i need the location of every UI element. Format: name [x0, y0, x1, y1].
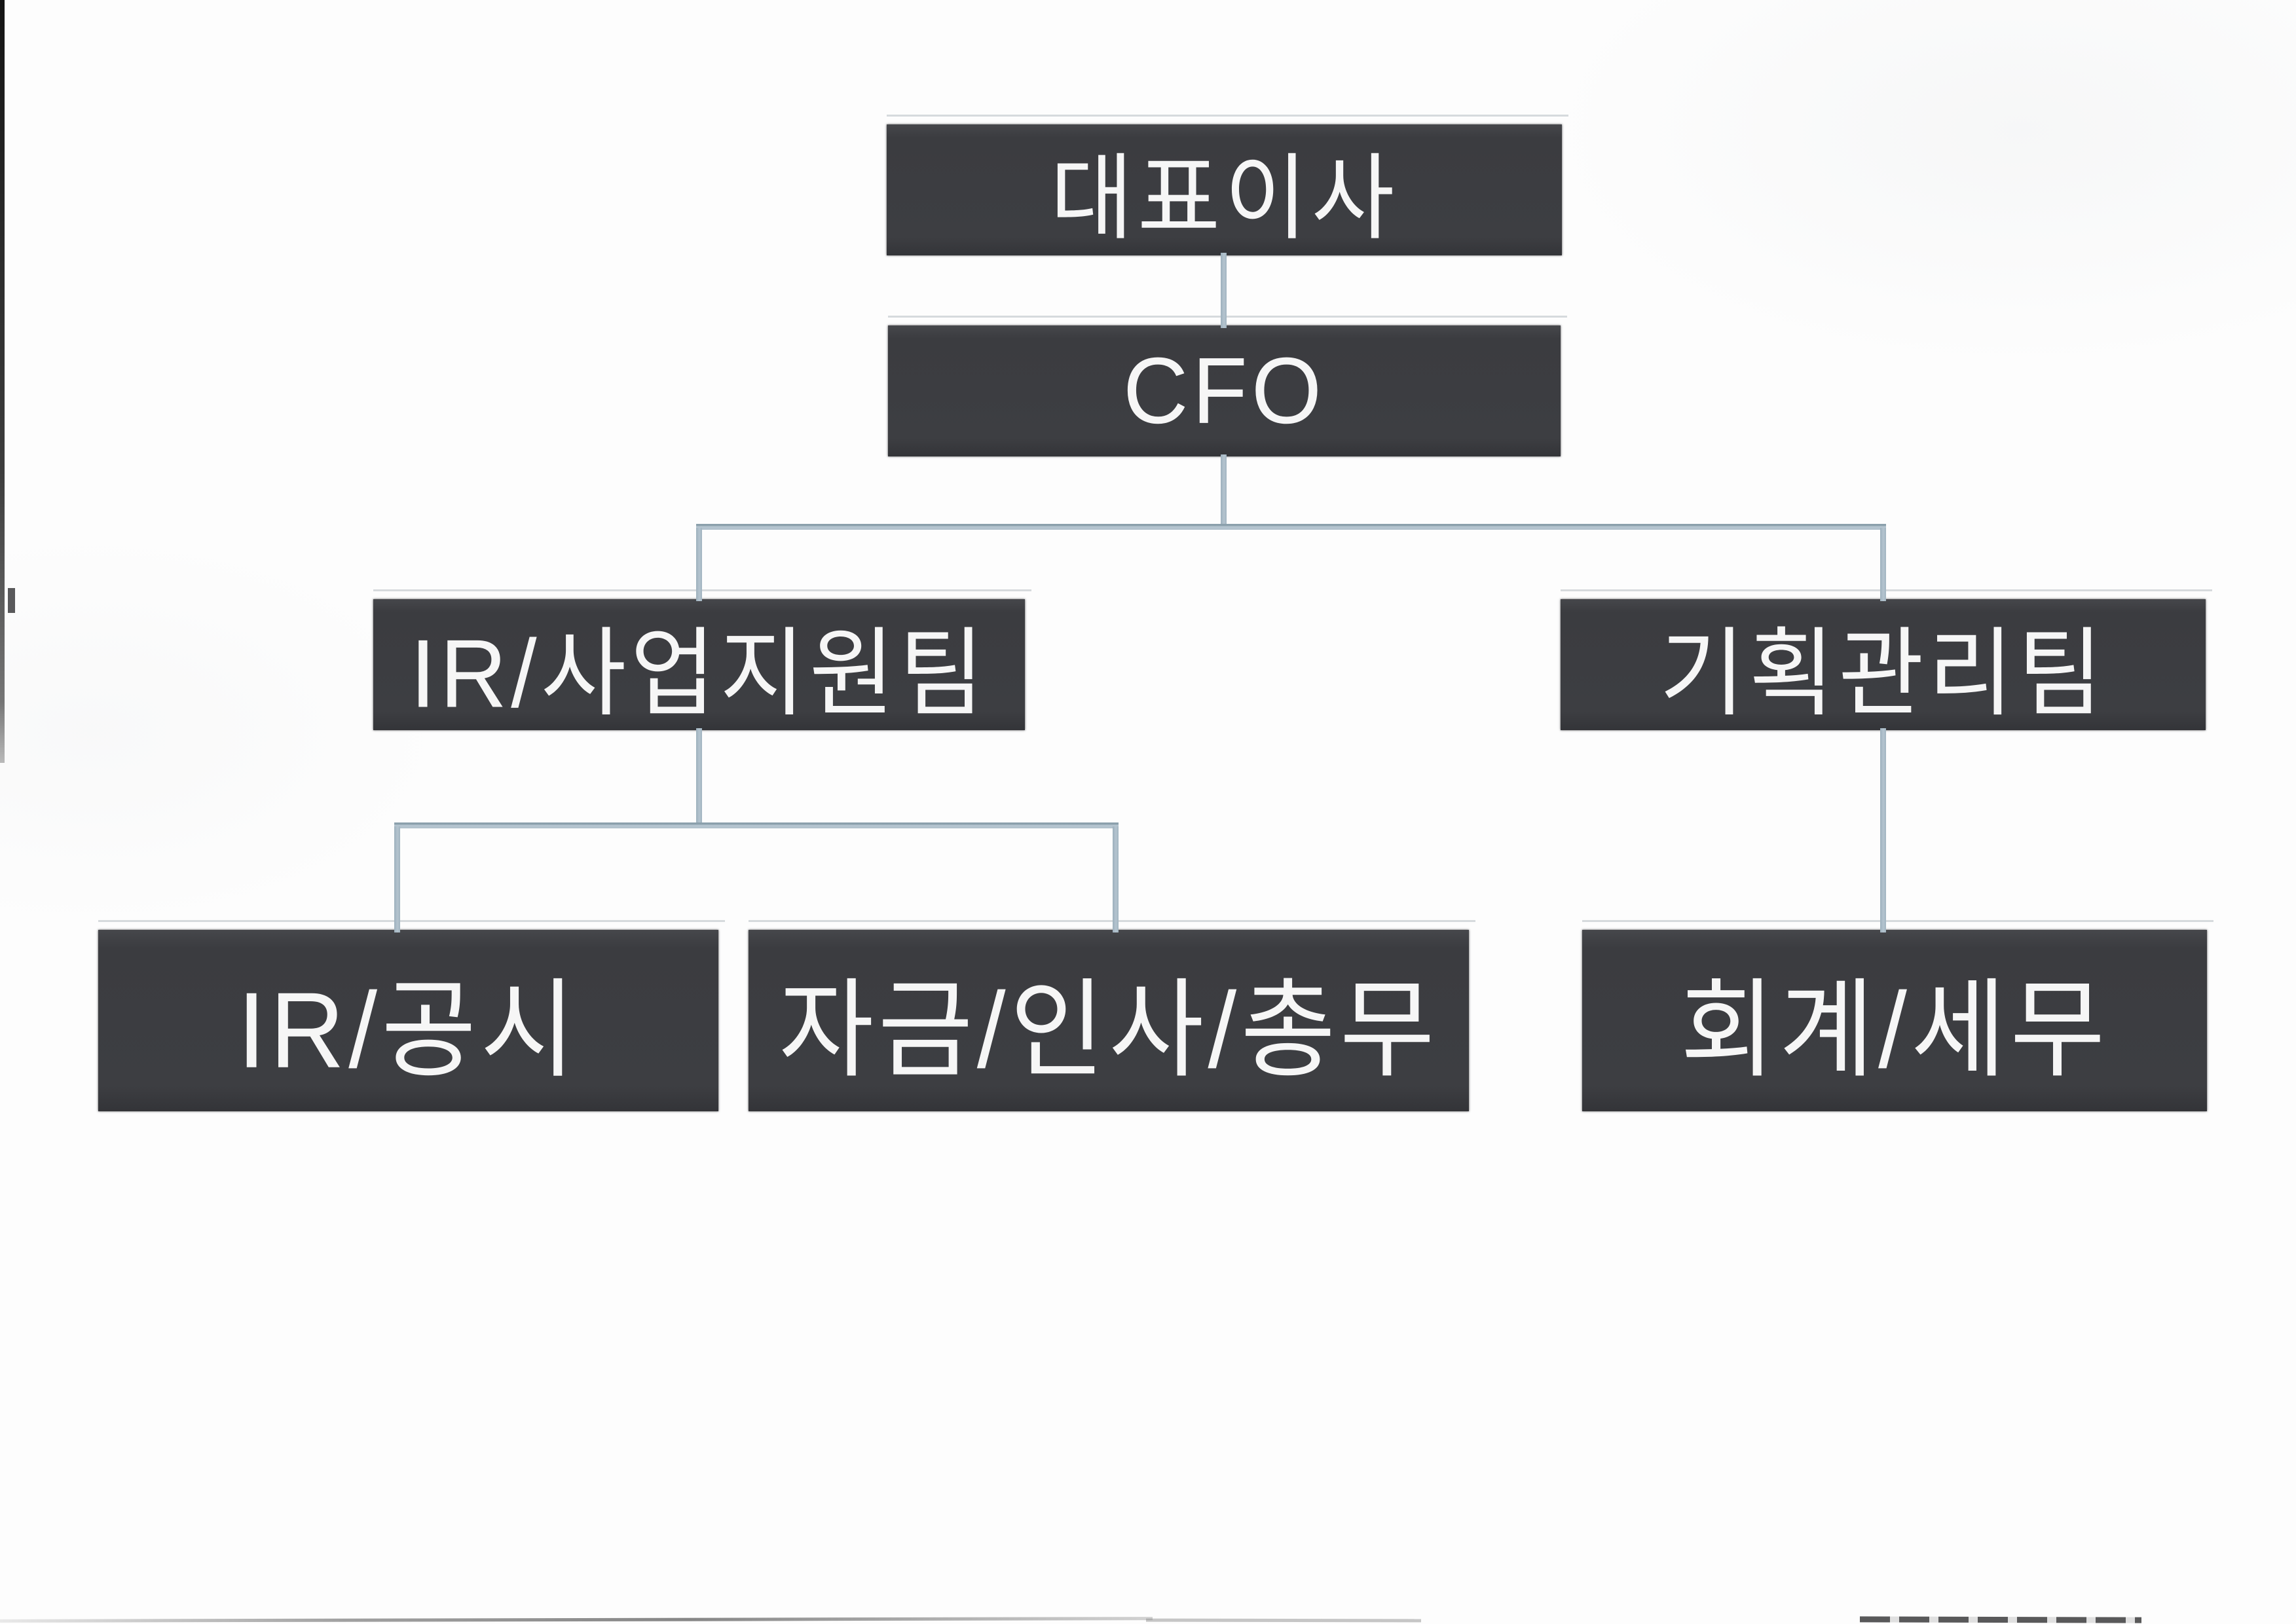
org-node-ceo-label: 대표이사	[1050, 146, 1399, 251]
org-node-ir-disclosure-label: IR/공시	[237, 970, 580, 1091]
connector-cfo-to-split	[1221, 454, 1227, 526]
connector-planning-team-to-accounting	[1880, 728, 1886, 932]
org-node-ir-disclosure: IR/공시	[98, 920, 725, 1111]
org-node-ir-business-support-team: IR/사업지원팀	[373, 589, 1031, 730]
connector-ir-team-to-split	[696, 728, 702, 825]
connector-ceo-to-cfo	[1221, 253, 1227, 328]
org-node-funds-hr-general-affairs-label: 자금/인사/총무	[779, 970, 1439, 1091]
connector-split-to-ir-disclosure	[394, 826, 400, 932]
scan-artifact-bottom-edge-right	[1859, 1616, 2142, 1623]
connector-split-to-ir-team	[696, 528, 702, 601]
connector-split-to-planning-team	[1880, 528, 1886, 601]
org-node-planning-management-team: 기획관리팀	[1561, 589, 2212, 730]
org-node-planning-management-team-label: 기획관리팀	[1659, 619, 2107, 728]
scan-artifact-left-mark	[8, 588, 15, 613]
org-node-funds-hr-general-affairs: 자금/인사/총무	[749, 920, 1475, 1111]
org-node-accounting-tax: 회계/세무	[1582, 920, 2213, 1111]
org-node-ir-business-support-team-label: IR/사업지원팀	[410, 619, 988, 728]
connector-split-ir-team-children	[394, 822, 1119, 828]
connector-split-to-funds-hr-ga	[1113, 826, 1119, 932]
org-node-ceo: 대표이사	[887, 115, 1568, 255]
scan-artifact-left-edge-line	[0, 0, 5, 763]
scan-artifact-bottom-edge-mid	[1145, 1618, 1422, 1623]
org-node-cfo-label: CFO	[1122, 338, 1326, 443]
org-node-cfo: CFO	[888, 316, 1567, 456]
scan-artifact-bottom-edge-left	[0, 1617, 1153, 1623]
connector-split-cfo-children	[696, 524, 1886, 530]
org-node-accounting-tax-label: 회계/세무	[1680, 970, 2109, 1091]
